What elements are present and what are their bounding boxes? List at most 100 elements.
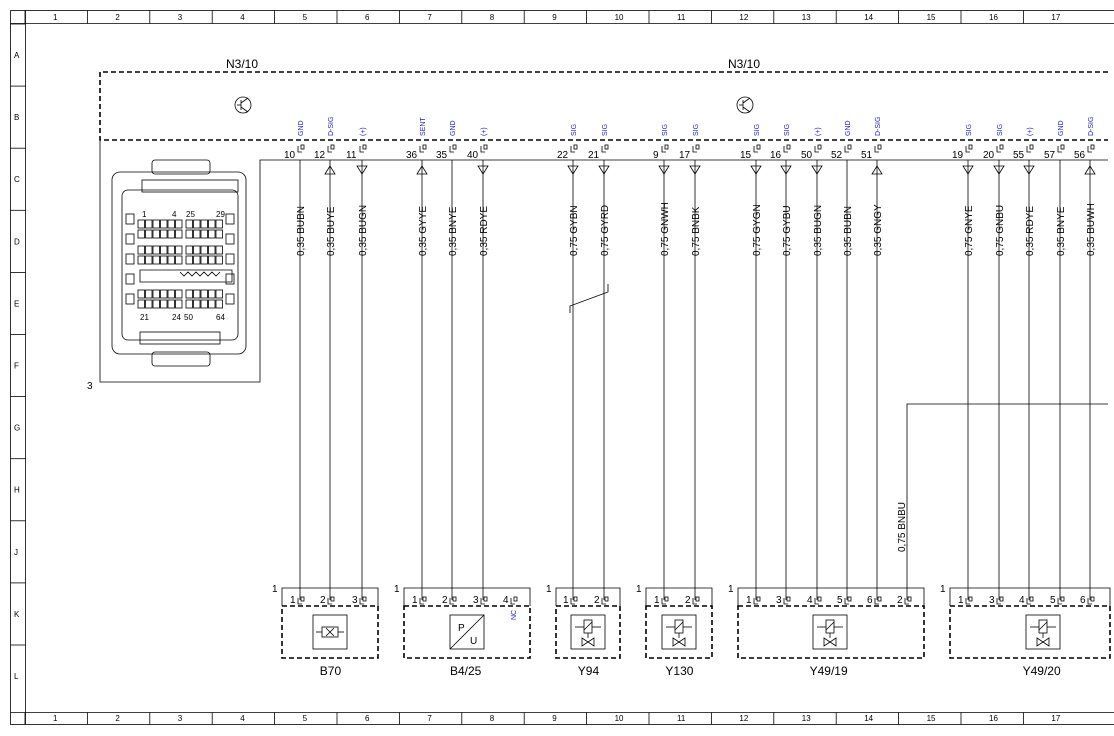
pin-cavity [175,255,183,265]
side-cavity-right [225,273,235,285]
pin-cavity [208,219,216,229]
pin-11: (+)110,35 BUGN [346,127,369,600]
component-pin-number: 3 [776,595,782,606]
wire-label: 0,35 BUBN [296,206,307,256]
component-pin-box [999,596,1004,602]
col-label-top: 14 [864,13,873,22]
component-pin-box [604,596,609,602]
row-label: L [14,672,19,681]
col-label-bottom: 6 [365,714,370,723]
col-label-top: 2 [115,13,120,22]
signal-label: SIG [662,124,669,136]
side-cavity-left [125,233,135,245]
connector-pin-label: 64 [216,313,225,322]
pin-number: 55 [1013,150,1025,161]
valve-icon [1025,614,1061,650]
row-label: A [14,51,20,60]
col-label-bottom: 13 [802,714,811,723]
col-label-bottom: 11 [677,714,686,723]
signal-arrow-down [658,165,670,175]
component-name: Y94 [578,664,600,678]
pin-cavity [167,289,175,299]
component-pin-box [300,596,305,602]
connector-housing [111,171,247,355]
row-label: D [14,237,20,246]
pin-terminal [449,146,454,153]
pin-number: 50 [801,150,813,161]
wire-label: 0,75 GYGN [752,204,763,256]
signal-label: (+) [360,127,367,136]
pin-cavity [145,255,153,265]
pin-cavity [215,299,223,309]
connector-frame [99,141,1108,383]
pin-cavity [208,289,216,299]
col-label-top: 17 [1051,13,1060,22]
signal-arrow-down [993,165,1005,175]
signal-arrow-up [871,165,883,175]
signal-arrow-down [750,165,762,175]
component-pin-number: 3 [989,595,995,606]
pin-cavity [208,299,216,309]
col-label-bottom: 14 [864,714,873,723]
component-connector [737,587,925,606]
signal-arrow-down [356,165,368,175]
symbol-box [570,614,606,650]
connector-pin-label: 21 [140,313,149,322]
component-name: Y49/20 [1023,664,1061,678]
col-label-top: 12 [739,13,748,22]
component-outline [555,605,621,659]
col-label-bottom: 8 [490,714,495,723]
col-label-top: 7 [427,13,432,22]
pin-cavity [137,299,145,309]
component-pin-terminal [965,598,970,605]
transistor-icon [736,96,754,114]
component-outline [737,605,925,659]
col-label-top: 6 [365,13,370,22]
pin-cavity [193,219,201,229]
wire-label: 0,35 BUGN [813,205,824,256]
component-outline [949,605,1111,659]
twisted-pair-marker [569,284,609,313]
pin-cavity [200,245,208,255]
component-pin-box [756,596,761,602]
pin-terminal-box [362,144,367,150]
component-pin-box [362,596,367,602]
signal-label: SIG [571,124,578,136]
component-pin-number: 1 [958,595,964,606]
pin-number: 52 [831,150,843,161]
connector-inner [121,189,239,341]
pin-cavity [175,229,183,239]
connector-pin-label: 1 [142,210,147,219]
pin-55: (+)550,35 RDYE [1013,127,1036,600]
valve-body [672,637,686,647]
signal-label: (+) [1027,127,1034,136]
component-pin-box [573,596,578,602]
component-pin-number: 4 [503,595,509,606]
pin-terminal-box [817,144,822,150]
component-pin-terminal [449,598,454,605]
signal-label: SIG [966,124,973,136]
valve-icon [661,614,697,650]
component-pin-box [817,596,822,602]
pin-50: (+)500,35 BUGN [801,127,824,600]
pin-terminal [419,146,424,153]
pin-cavity [145,229,153,239]
pin-terminal-box [756,144,761,150]
pin-cavity [175,289,183,299]
pin-number: 35 [436,150,448,161]
connector-top-key [141,179,239,193]
pin-cavity [145,219,153,229]
pin-number: 20 [983,150,995,161]
pin-terminal-box [483,144,488,150]
pin-terminal-box [786,144,791,150]
pin-cavity [167,255,175,265]
pin-terminal-box [968,144,973,150]
col-label-top: 16 [989,13,998,22]
